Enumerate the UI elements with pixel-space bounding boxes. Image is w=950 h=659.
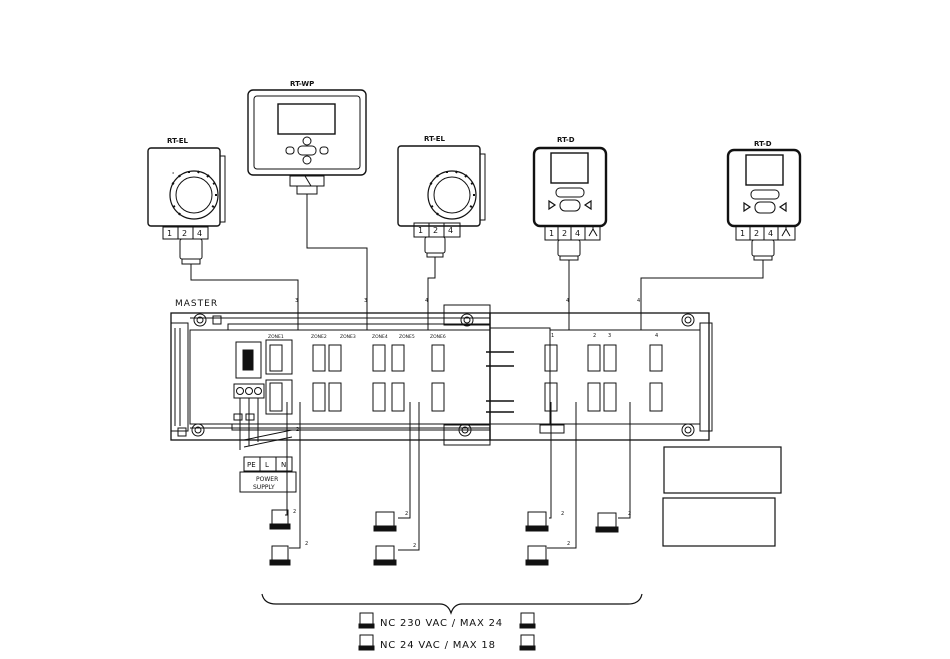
- power-supply: PE L N POWER SUPPLY: [240, 398, 296, 492]
- svg-text:2: 2: [562, 229, 567, 238]
- supply-terminal-block: [234, 384, 264, 398]
- thermostat-rt-el-1: RT-EL ° 1 2 4: [148, 137, 225, 264]
- actuator-icon: [526, 512, 548, 531]
- actuator-icon: [526, 546, 548, 565]
- actuator-icon: [359, 613, 374, 628]
- actuator-icon: [374, 512, 396, 531]
- svg-text:1: 1: [549, 229, 554, 238]
- curly-brace: [262, 594, 642, 613]
- thermostat-rt-wp: RT-WP: [248, 80, 366, 194]
- svg-text:2: 2: [305, 541, 308, 547]
- svg-text:4: 4: [566, 298, 569, 304]
- svg-text:1: 1: [551, 333, 554, 339]
- master-module: MASTER ZONE1 ZONE2 ZONE3 ZONE4 ZONE5 ZON…: [171, 299, 490, 440]
- svg-text:4: 4: [425, 298, 428, 304]
- svg-text:ZONE3: ZONE3: [340, 334, 356, 340]
- svg-text:3: 3: [295, 298, 298, 304]
- svg-text:2: 2: [567, 541, 570, 547]
- actuators: [270, 510, 618, 565]
- svg-text:4: 4: [768, 229, 773, 238]
- thermostat-rt-d-2: RT-D 1 2 4: [728, 140, 800, 260]
- svg-text:ZONE6: ZONE6: [430, 334, 446, 340]
- svg-text:2: 2: [413, 543, 416, 549]
- thermostat-label: RT-EL: [167, 137, 189, 145]
- svg-text:2: 2: [182, 229, 187, 238]
- terminal-blocks: [270, 345, 444, 411]
- svg-text:4: 4: [448, 226, 453, 235]
- actuator-icon: [596, 513, 618, 532]
- actuator-icon: [359, 635, 374, 650]
- svg-text:L: L: [265, 461, 269, 469]
- svg-text:4: 4: [637, 298, 640, 304]
- svg-text:1: 1: [167, 229, 172, 238]
- svg-text:2: 2: [561, 511, 564, 517]
- svg-text:2: 2: [433, 226, 438, 235]
- svg-text:2: 2: [405, 511, 408, 517]
- svg-text:POWER: POWER: [256, 476, 278, 483]
- svg-text:ZONE1: ZONE1: [268, 334, 284, 340]
- actuator-icon: [520, 613, 535, 628]
- thermostat-rt-el-2: RT-EL 1 2 4: [398, 135, 485, 257]
- svg-text:PE: PE: [247, 461, 256, 469]
- svg-text:4: 4: [575, 229, 580, 238]
- svg-text:3: 3: [608, 333, 611, 339]
- svg-text:2: 2: [628, 511, 631, 517]
- empty-box-bottom: [663, 498, 775, 546]
- svg-text:2: 2: [296, 427, 299, 433]
- svg-text:4: 4: [655, 333, 658, 339]
- thermostat-label: RT-D: [754, 140, 772, 148]
- svg-text:1: 1: [740, 229, 745, 238]
- svg-text:2: 2: [593, 333, 596, 339]
- legend-item-230vac: NC 230 VAC / MAX 24: [380, 618, 503, 629]
- svg-text:3: 3: [364, 298, 367, 304]
- zone-headers: ZONE1 ZONE2 ZONE3 ZONE4 ZONE5 ZONE6: [268, 334, 446, 340]
- svg-text:SUPPLY: SUPPLY: [253, 484, 275, 491]
- svg-text:N: N: [281, 461, 286, 469]
- svg-text:ZONE4: ZONE4: [372, 334, 388, 340]
- master-label: MASTER: [175, 299, 218, 309]
- thermostat-label: RT-WP: [290, 80, 314, 88]
- legend: NC 230 VAC / MAX 24 NC 24 VAC / MAX 18: [359, 613, 535, 651]
- thermostat-label: RT-D: [557, 136, 575, 144]
- thermostat-rt-d-1: RT-D 1 2 4: [534, 136, 606, 260]
- actuator-icon: [374, 546, 396, 565]
- svg-text:1: 1: [418, 226, 423, 235]
- thermostat-cables: 3 3 4 4 4: [191, 194, 763, 330]
- svg-text:ZONE5: ZONE5: [399, 334, 415, 340]
- svg-text:ZONE2: ZONE2: [311, 334, 327, 340]
- legend-item-24vac: NC 24 VAC / MAX 18: [380, 640, 496, 651]
- actuator-icon: [520, 635, 535, 650]
- thermostat-label: RT-EL: [424, 135, 446, 143]
- svg-text:2: 2: [293, 509, 296, 515]
- svg-text:°: °: [172, 172, 175, 178]
- svg-text:2: 2: [754, 229, 759, 238]
- actuator-icon: [270, 546, 290, 565]
- svg-text:4: 4: [197, 229, 202, 238]
- empty-box-top: [664, 447, 781, 493]
